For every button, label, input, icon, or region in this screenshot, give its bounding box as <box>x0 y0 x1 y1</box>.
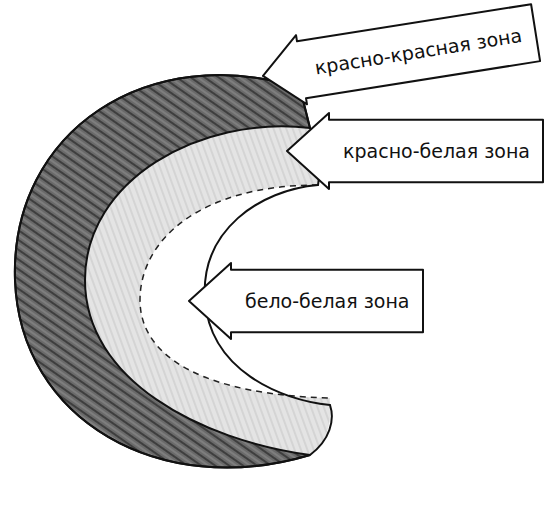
arrow-outline <box>258 0 542 110</box>
arrow-callout: бело-белая зона <box>188 262 424 340</box>
arrow-callout: красно-белая зона <box>286 112 544 190</box>
arrow-outline <box>189 263 423 339</box>
arrow-callout: красно-красная зона <box>256 0 542 112</box>
arrow-outline <box>287 113 543 189</box>
zone-label: бело-белая зона <box>245 290 410 313</box>
zone-label: красно-белая зона <box>343 140 530 163</box>
